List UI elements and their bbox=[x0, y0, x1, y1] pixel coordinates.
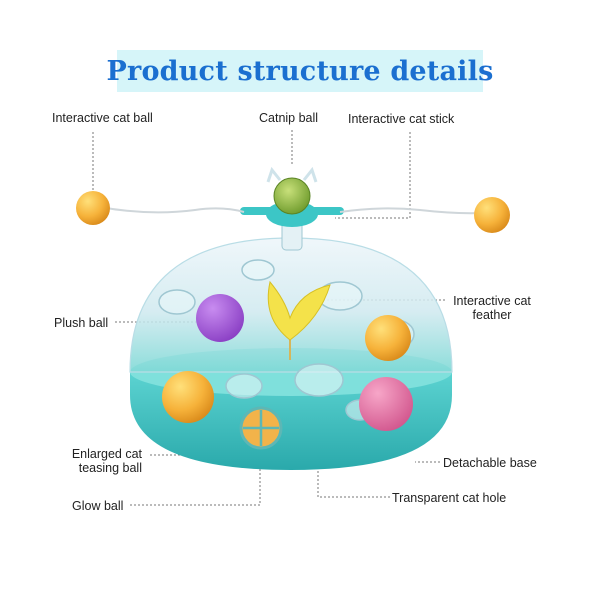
catnip-ball bbox=[273, 177, 311, 215]
feather bbox=[267, 280, 331, 341]
title-banner: Product structure details bbox=[107, 50, 493, 92]
label-interactive-cat-ball: Interactive cat ball bbox=[52, 111, 153, 125]
plush-ball bbox=[196, 294, 244, 342]
label-catnip-ball: Catnip ball bbox=[259, 111, 319, 125]
label-glow-ball: Glow ball bbox=[72, 499, 124, 513]
cat-stick-wire-right bbox=[339, 207, 483, 215]
orange-ball-right bbox=[365, 315, 411, 361]
enlarged-cat-teasing-ball bbox=[162, 371, 214, 423]
label-interactive-cat-feather-line2: feather bbox=[472, 308, 512, 322]
cat-stick-wire-left bbox=[99, 206, 245, 214]
interactive-cat-ball-right bbox=[474, 197, 510, 233]
holder-cat-ears bbox=[266, 166, 318, 183]
label-interactive-cat-feather-line1: Interactive cat bbox=[453, 294, 531, 308]
page-title: Product structure details bbox=[106, 55, 494, 87]
label-interactive-cat-stick: Interactive cat stick bbox=[348, 112, 455, 126]
interactive-cat-ball-left bbox=[76, 191, 110, 225]
label-transparent-cat-hole: Transparent cat hole bbox=[392, 491, 507, 505]
glow-ball bbox=[239, 406, 283, 450]
label-plush-ball: Plush ball bbox=[54, 316, 109, 330]
label-enlarged-cat-teasing-ball-line2: teasing ball bbox=[78, 461, 142, 475]
leader-interactive-cat-stick bbox=[335, 132, 411, 219]
label-enlarged-cat-teasing-ball-line1: Enlarged cat bbox=[71, 447, 142, 461]
label-enlarged-cat-teasing-ball: Enlarged cat teasing ball bbox=[60, 447, 142, 475]
label-interactive-cat-feather: Interactive cat feather bbox=[446, 294, 538, 322]
label-detachable-base: Detachable base bbox=[443, 456, 537, 470]
pink-plush-ball bbox=[359, 377, 413, 431]
